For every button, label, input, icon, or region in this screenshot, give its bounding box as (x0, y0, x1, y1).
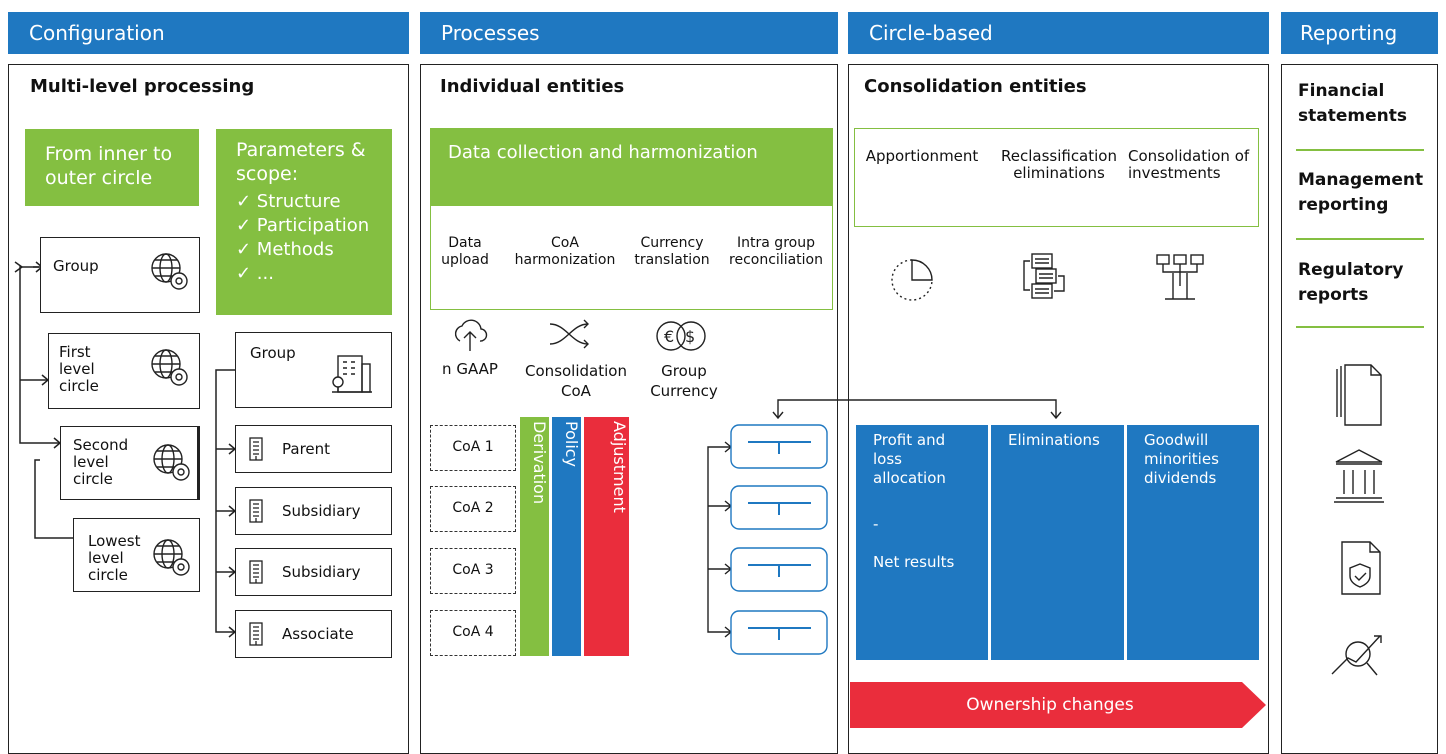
bar-policy: Policy (552, 417, 581, 656)
analytics-magnifier-icon (1331, 635, 1382, 676)
step-currency-translation: Currency translation (634, 235, 710, 268)
entity-label-subsidiary-2: Subsidiary (282, 563, 361, 581)
shield-document-icon (1341, 541, 1381, 595)
coa-box-1: CoA 1 (430, 425, 516, 471)
report-management-reporting: Management reporting (1298, 170, 1424, 215)
header-circle-based: Circle-based (848, 12, 1269, 54)
circle-label-first: First level circle (59, 343, 99, 395)
entity-label-parent: Parent (282, 440, 331, 458)
building-icon (249, 499, 263, 523)
entity-label-group: Group (250, 344, 296, 362)
svg-text:$: $ (685, 327, 695, 346)
report-regulatory-reports: Regulatory reports (1298, 260, 1404, 305)
document-flow-icon (1023, 253, 1065, 299)
shuffle-icon (549, 319, 589, 349)
entity-card-group: Group (235, 332, 392, 408)
net-results-label: Net results (873, 553, 955, 571)
globe-gear-icon (151, 253, 188, 290)
blue-box-goodwill: Goodwill minorities dividends (1127, 425, 1259, 660)
param-participation: ✓ Participation (236, 215, 370, 236)
icon-label-group-currency: Group Currency (650, 362, 718, 400)
bank-building-icon (1334, 449, 1384, 503)
entity-card-subsidiary-1: Subsidiary (235, 487, 392, 535)
report-divider (1296, 149, 1424, 151)
globe-gear-icon (153, 444, 190, 481)
profit-loss-label: Profit and loss allocation (873, 431, 946, 487)
documents-stack-icon (1336, 364, 1382, 426)
circle-card-lowest: Lowest level circle (73, 518, 200, 592)
building-icon (249, 560, 263, 584)
report-financial-statements: Financial statements (1298, 81, 1407, 126)
panel-reporting (1281, 64, 1438, 754)
office-building-icon (332, 355, 372, 393)
consolidation-steps-box (854, 128, 1259, 227)
step-coa-harmonization: CoA harmonization (514, 235, 616, 268)
currency-exchange-icon: €$ (656, 321, 706, 351)
processes-title: Individual entities (440, 76, 625, 97)
entity-label-associate: Associate (282, 625, 354, 643)
data-collection-header: Data collection and harmonization (430, 128, 833, 206)
bar-adjustment: Adjustment (584, 417, 629, 656)
header-processes: Processes (420, 12, 838, 54)
step-reclassification: Reclassification eliminations (1000, 147, 1117, 182)
icon-label-consolidation-coa: Consolidation CoA (525, 362, 627, 400)
inner-outer-box: From inner to outer circle (25, 129, 199, 206)
circle-based-title: Consolidation entities (864, 76, 1087, 97)
goodwill-label: Goodwill minorities dividends (1144, 431, 1219, 487)
ownership-arrow (850, 682, 1266, 728)
blue-box-eliminations: Eliminations (991, 425, 1124, 660)
report-divider (1296, 326, 1424, 328)
building-icon (249, 622, 263, 646)
bar-derivation: Derivation (520, 417, 549, 656)
step-consolidation-investments: Consolidation of investments (1128, 147, 1250, 182)
entity-card-subsidiary-2: Subsidiary (235, 548, 392, 596)
circle-label-lowest: Lowest level circle (88, 532, 141, 584)
config-title: Multi-level processing (30, 76, 255, 97)
report-divider (1296, 238, 1424, 240)
pie-chart-icon (891, 259, 933, 301)
parameters-title: Parameters & scope: (236, 139, 366, 185)
coa-box-3: CoA 3 (430, 548, 516, 594)
profit-loss-dash: - (873, 515, 879, 533)
header-reporting: Reporting (1281, 12, 1438, 54)
entity-label-subsidiary-1: Subsidiary (282, 502, 361, 520)
building-icon (249, 437, 263, 461)
step-data-upload: Data upload (441, 235, 489, 268)
network-hierarchy-icon (1156, 254, 1204, 300)
circle-label-second: Second level circle (73, 436, 129, 488)
param-structure: ✓ Structure (236, 191, 341, 212)
param-more: ✓ ... (236, 263, 274, 284)
header-configuration: Configuration (8, 12, 409, 54)
circle-label-group: Group (53, 257, 99, 275)
globe-gear-icon (153, 539, 190, 576)
blue-box-profit-loss: Profit and loss allocation - Net results (856, 425, 988, 660)
circle-card-group: Group (40, 237, 200, 313)
ownership-label: Ownership changes (966, 695, 1134, 715)
coa-box-2: CoA 2 (430, 486, 516, 532)
cloud-upload-icon (454, 319, 488, 351)
entity-card-associate: Associate (235, 610, 392, 658)
param-methods: ✓ Methods (236, 239, 334, 260)
entity-card-parent: Parent (235, 425, 392, 473)
globe-gear-icon (151, 349, 188, 386)
step-intra-group: Intra group reconciliation (729, 235, 823, 268)
coa-box-4: CoA 4 (430, 610, 516, 656)
svg-text:€: € (664, 327, 674, 346)
step-apportionment: Apportionment (865, 147, 979, 165)
parameters-box: Parameters & scope: ✓ Structure ✓ Partic… (216, 129, 392, 315)
icon-label-ngaap: n GAAP (442, 360, 498, 378)
circle-card-second: Second level circle (60, 426, 200, 500)
